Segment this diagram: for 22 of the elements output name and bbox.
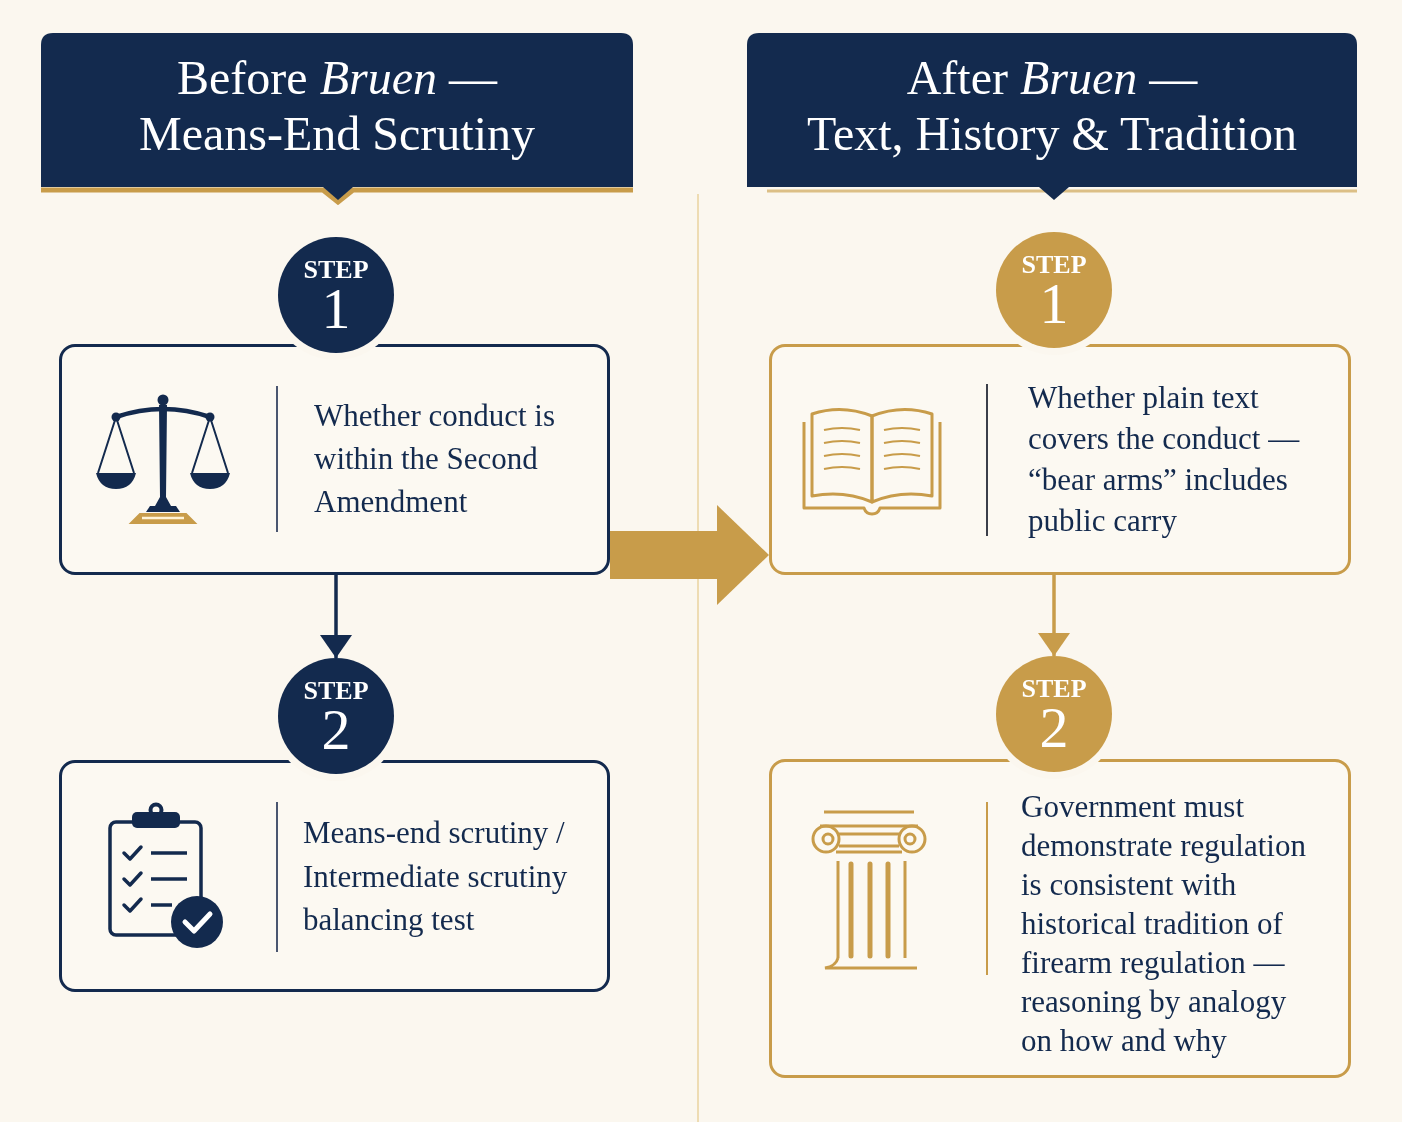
block-arrow: [610, 505, 769, 605]
arrow: [320, 575, 352, 658]
header-title: Before Bruen — Means-End Scrutiny: [139, 50, 535, 162]
step-card: [59, 760, 610, 992]
step-number: 1: [1039, 279, 1069, 329]
step-card: [769, 344, 1351, 575]
step-card: [59, 344, 610, 575]
step-description: Means-end scrutiny / Intermediate scrutiny balancing test: [303, 814, 569, 939]
step-number: 1: [321, 284, 351, 334]
step-label: STEP: [1021, 675, 1087, 703]
header-title: After Bruen — Text, History & Tradition: [807, 50, 1297, 162]
step-description: Government must demonstrate regulation is consistent with historical tradition of firearm regulation — reasoning by analogy on how and why: [1021, 788, 1307, 1060]
header-banner: [41, 33, 633, 205]
step-card: [769, 759, 1351, 1078]
arrow: [1038, 575, 1070, 656]
step-description: Whether conduct is within the Second Amendment: [314, 397, 557, 521]
step-number: 2: [321, 705, 351, 755]
step-number: 2: [1039, 703, 1069, 753]
step-description: Whether plain text covers the conduct — “bear arms” includes public carry: [1028, 379, 1301, 540]
step-label: STEP: [303, 256, 369, 284]
step-label: STEP: [1021, 251, 1087, 279]
step-label: STEP: [303, 677, 369, 705]
